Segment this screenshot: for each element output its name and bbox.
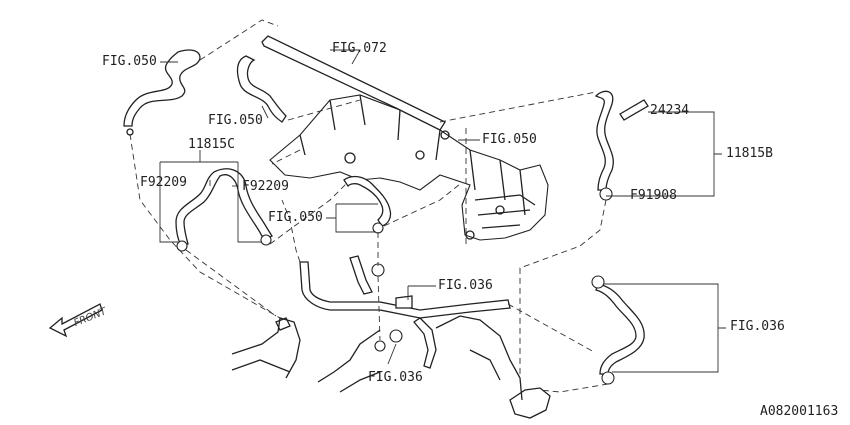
label-fig050-center[interactable]: FIG.050 [268, 210, 323, 225]
label-fig036-bottom[interactable]: FIG.036 [368, 370, 423, 385]
fig050-mid-hose [236, 55, 287, 123]
hose-11815C [175, 168, 273, 252]
label-part-F92209-left: F92209 [140, 175, 187, 190]
label-fig036-center[interactable]: FIG.036 [438, 278, 493, 293]
label-fig050-top-left[interactable]: FIG.050 [102, 54, 157, 69]
fig072-pipe [261, 35, 450, 140]
front-arrow-icon [48, 303, 103, 338]
label-fig050-mid-left[interactable]: FIG.050 [208, 113, 263, 128]
label-fig050-right[interactable]: FIG.050 [482, 132, 537, 147]
label-part-24234: 24234 [650, 103, 690, 118]
leader-lines [159, 49, 726, 373]
engine-block-outline [231, 315, 551, 419]
fig036-right-hose [591, 275, 645, 385]
diagram-id: A082001163 [760, 404, 839, 419]
dashed-guide-lines [129, 19, 609, 393]
label-part-11815C: 11815C [188, 137, 235, 152]
fig036-center-pipe [299, 255, 511, 369]
label-fig072[interactable]: FIG.072 [332, 41, 387, 56]
label-fig036-right[interactable]: FIG.036 [730, 319, 785, 334]
hose-11815B [594, 90, 649, 201]
label-part-11815B: 11815B [726, 146, 773, 161]
label-part-F92209-right: F92209 [242, 179, 289, 194]
label-part-F91908: F91908 [630, 188, 677, 203]
